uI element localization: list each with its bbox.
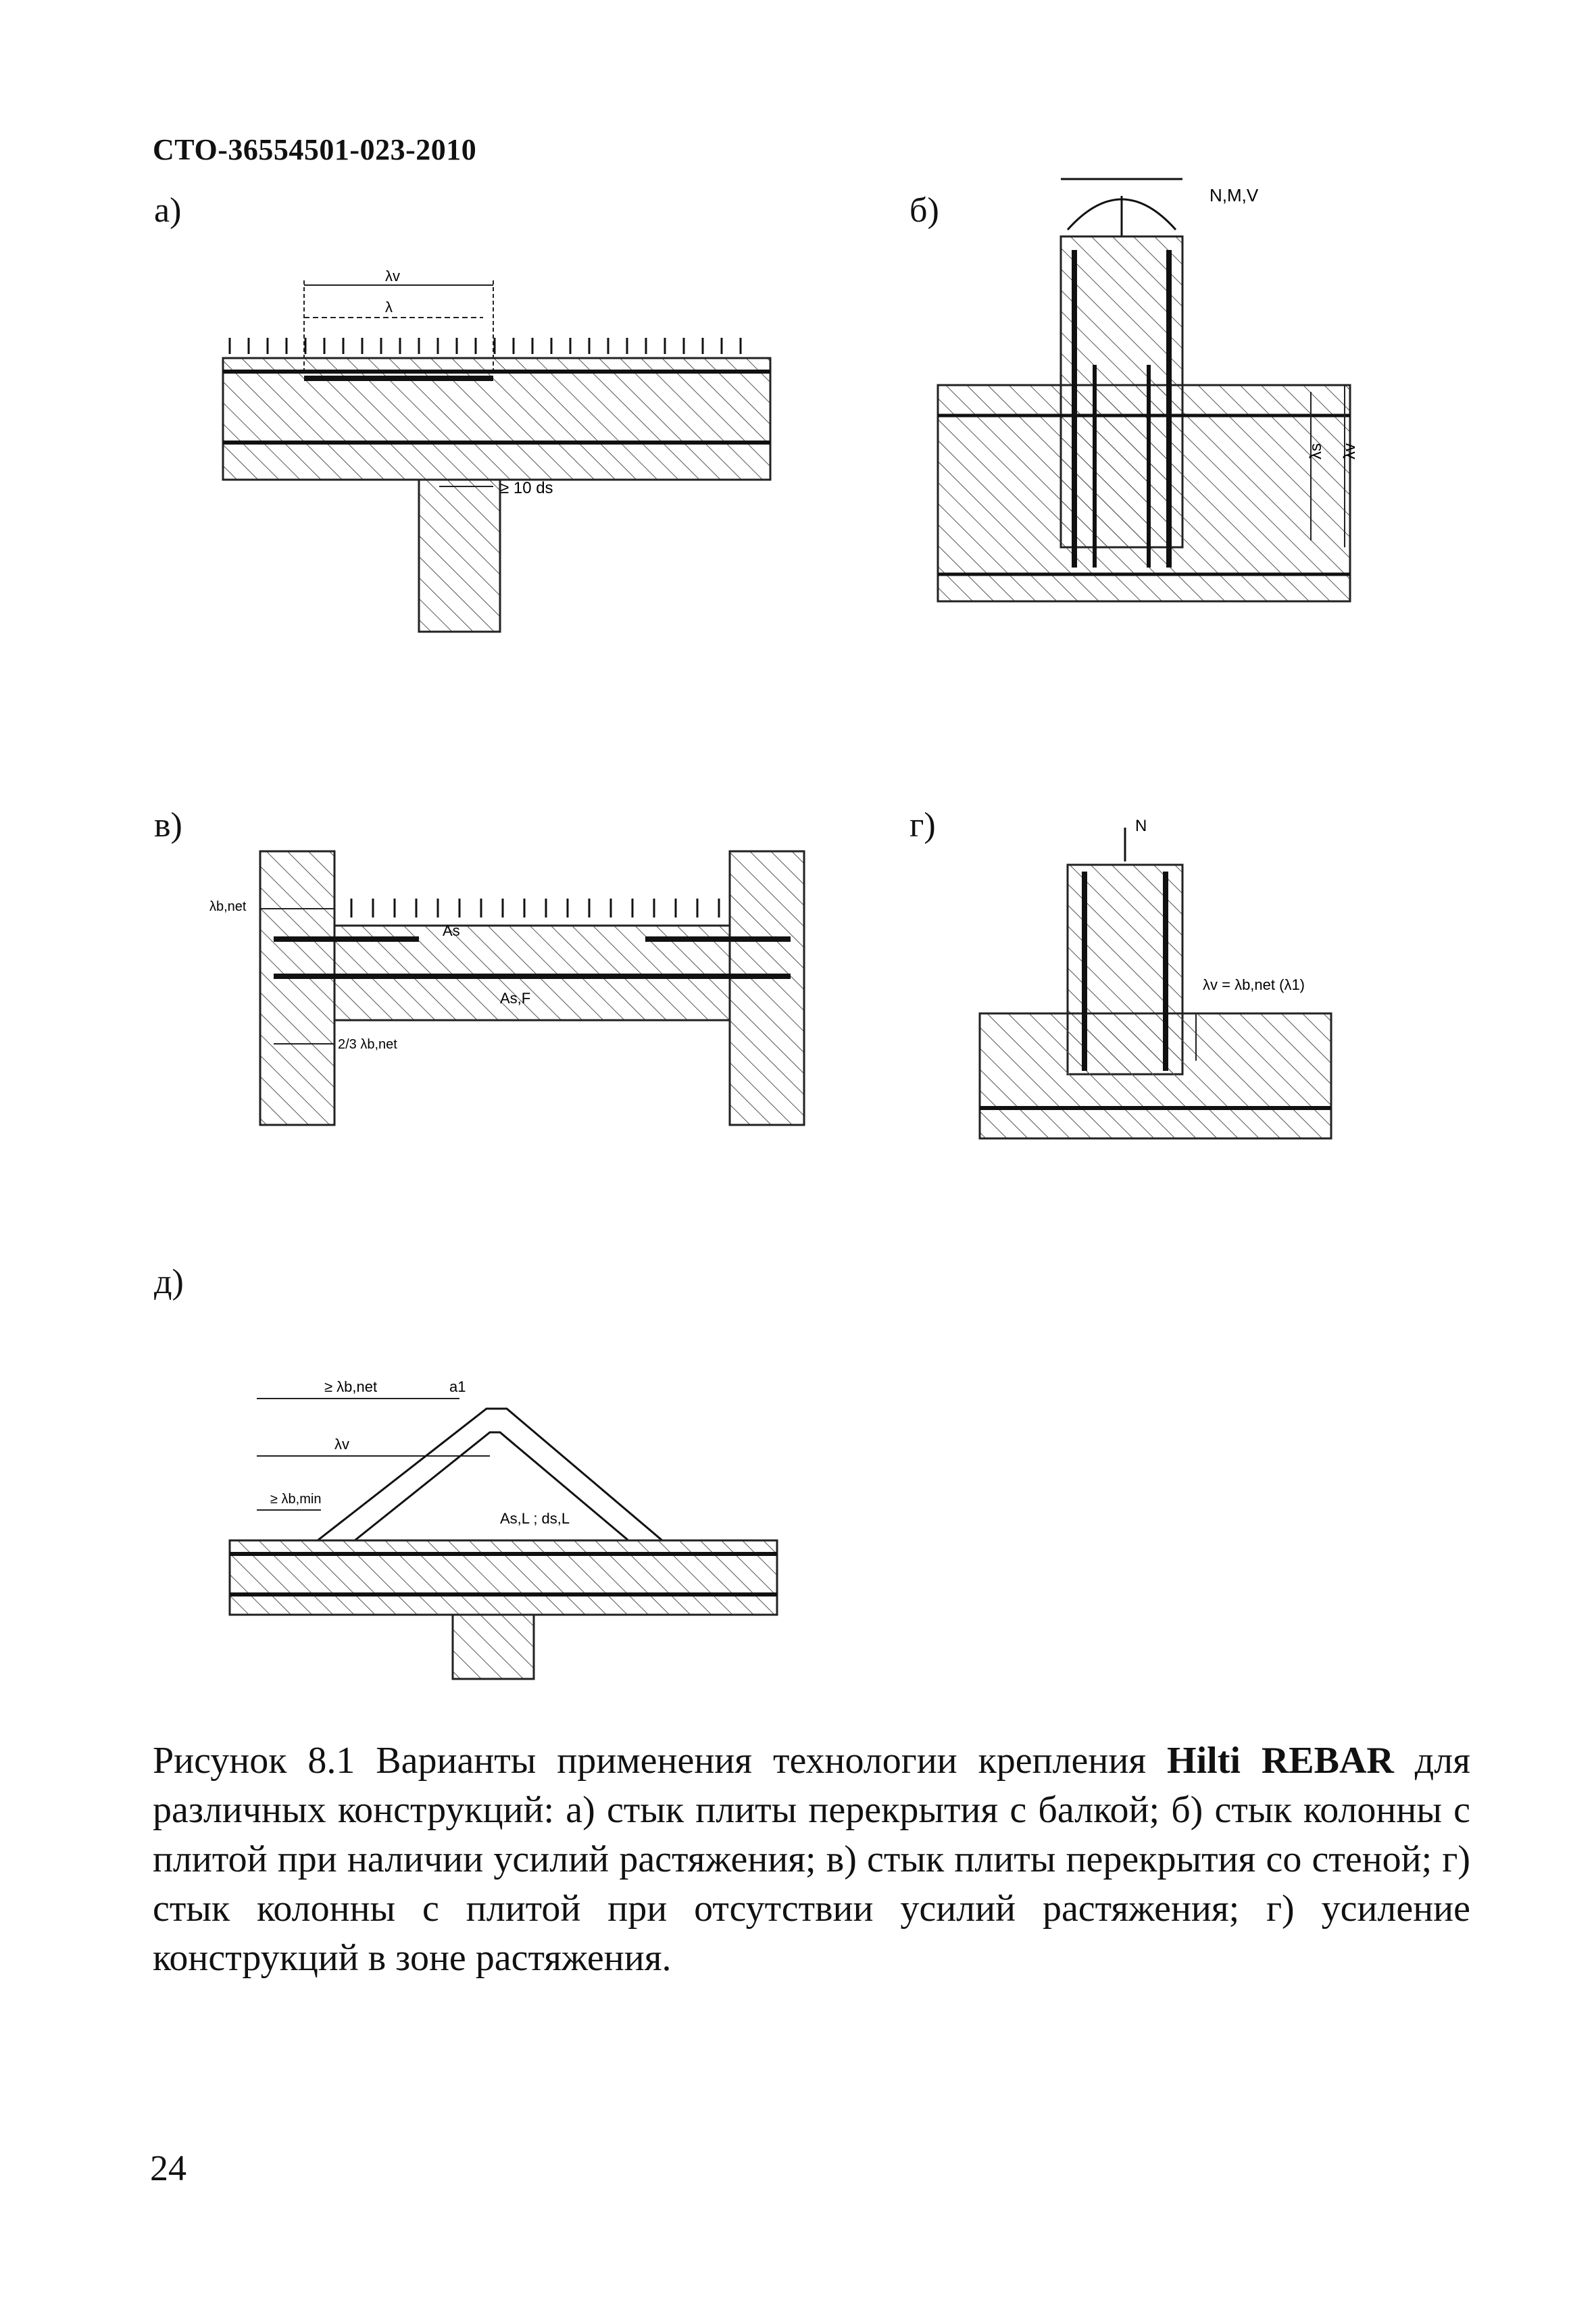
- slab: [222, 357, 772, 481]
- figure-b-column-slab-tension: N,M,V λs λv: [937, 178, 1359, 603]
- label-as: As: [443, 922, 460, 939]
- panel-label-d: д): [154, 1263, 184, 1301]
- distributed-load-arrows: [350, 899, 720, 917]
- label-frac: 2/3 λb,net: [338, 1037, 397, 1052]
- caption-suffix: для различных конструкций: а) стык плиты…: [153, 1740, 1470, 1979]
- inclined-bar-outer: [317, 1407, 663, 1542]
- formula-label: λv = λb,net (λ1): [1203, 976, 1305, 993]
- figure-a-slab-beam-joint: λv λ ≥ 10 ds: [222, 270, 772, 633]
- slab: [937, 384, 1351, 603]
- wall-left: [259, 850, 336, 1126]
- slab: [978, 1012, 1332, 1140]
- label-lv: λv: [334, 1436, 349, 1453]
- label-asf: As,F: [500, 990, 530, 1007]
- figure-d-tension-zone-strengthening: ≥ λb,net a1 λv ≥ λb,min As,L ; ds,L: [228, 1378, 778, 1680]
- inclined-bar-inner: [354, 1431, 629, 1542]
- wall-right: [728, 850, 805, 1126]
- slab: [228, 1539, 778, 1616]
- caption-prefix: Рисунок 8.1 Варианты применения технолог…: [153, 1740, 1168, 1782]
- figure-caption: Рисунок 8.1 Варианты применения технолог…: [153, 1736, 1470, 1983]
- beam: [418, 478, 501, 633]
- caption-brand: Hilti REBAR: [1167, 1740, 1394, 1782]
- label-n: N: [1135, 817, 1147, 835]
- label-lv: λv: [385, 270, 400, 284]
- page-number: 24: [150, 2148, 186, 2188]
- label-lv: λv: [1341, 443, 1359, 459]
- label-l: λ: [385, 299, 393, 316]
- panel-label-g: г): [909, 806, 936, 845]
- label-lbnet: ≥ λb,net: [324, 1378, 377, 1395]
- figure-g-column-slab-no-tension: N λv = λb,net (λ1): [978, 817, 1332, 1140]
- label-a1: a1: [449, 1378, 466, 1395]
- label-ls: λs: [1307, 443, 1325, 459]
- label-lbmin: ≥ λb,min: [270, 1492, 321, 1507]
- document-code: СТО-36554501-023-2010: [153, 133, 477, 166]
- figure-v-slab-wall-joint: λb,net As As,F 2/3 λb,net: [209, 850, 805, 1126]
- label-lbnet: λb,net: [209, 899, 247, 914]
- label-10ds: ≥ 10 ds: [500, 479, 553, 497]
- panel-label-b: б): [909, 191, 939, 230]
- label-asl: As,L ; ds,L: [500, 1510, 570, 1527]
- loads-label: N,M,V: [1210, 185, 1259, 205]
- beam: [451, 1613, 535, 1680]
- distributed-load-arrows: [228, 338, 742, 354]
- panel-label-v: в): [154, 806, 182, 845]
- panel-label-a: а): [154, 191, 182, 230]
